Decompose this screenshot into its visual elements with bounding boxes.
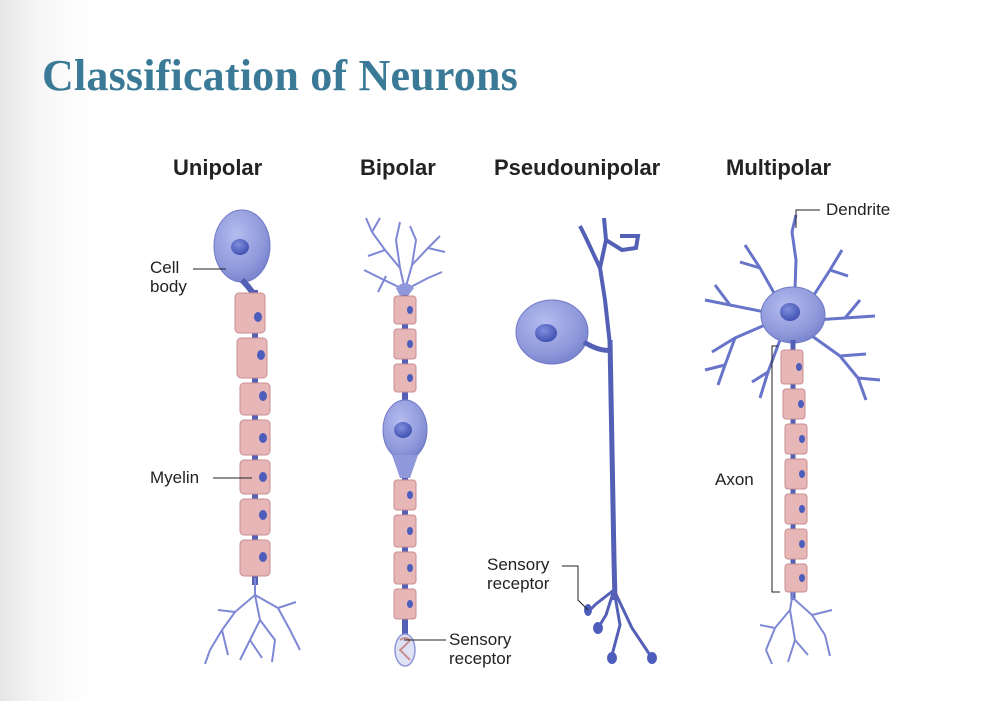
multipolar-neuron [704, 214, 881, 665]
bipolar-neuron [363, 217, 446, 667]
bipolar-dendrites [363, 217, 446, 293]
heading-bipolar: Bipolar [360, 155, 436, 180]
label-cell-body-line1: Cell [150, 258, 180, 277]
slide-title: Classification of Neurons [42, 51, 518, 100]
label-bipolar-sensory-receptor: Sensory receptor [449, 630, 511, 668]
label-pseudo-receptor-line2: receptor [487, 574, 550, 593]
pseudounipolar-receptor-leader [562, 565, 589, 611]
heading-pseudounipolar: Pseudounipolar [494, 155, 661, 180]
bipolar-myelin-sheaths [393, 295, 417, 393]
pseudounipolar-neuron [515, 217, 657, 664]
label-cell-body-line2: body [150, 277, 187, 296]
label-bipolar-sensory-line1: Sensory [449, 630, 512, 649]
multipolar-axon-terminals [759, 591, 833, 665]
label-pseudounipolar-sensory-receptor: Sensory receptor [487, 555, 549, 593]
pseudounipolar-peripheral-branch [578, 217, 641, 346]
label-bipolar-receptor-line2: receptor [449, 649, 512, 668]
leader-lines [193, 209, 820, 641]
unipolar-neuron [204, 209, 301, 665]
dendrite-leader [795, 209, 820, 228]
label-dendrite: Dendrite [826, 200, 891, 219]
bipolar-axon-myelin [393, 479, 417, 620]
multipolar-myelin-sheaths [780, 349, 808, 593]
label-axon: Axon [715, 470, 754, 489]
multipolar-dendrites [704, 214, 881, 401]
bipolar-sensory-receptor [394, 633, 416, 667]
axon-bracket [771, 345, 780, 593]
heading-multipolar: Multipolar [726, 155, 832, 180]
label-myelin: Myelin [150, 468, 200, 487]
label-pseudo-sensory-line1: Sensory [487, 555, 550, 574]
heading-unipolar: Unipolar [173, 155, 263, 180]
unipolar-myelin-sheaths [234, 292, 271, 577]
unipolar-axon-terminals [204, 578, 301, 665]
label-cell-body: Cell body [150, 258, 187, 296]
